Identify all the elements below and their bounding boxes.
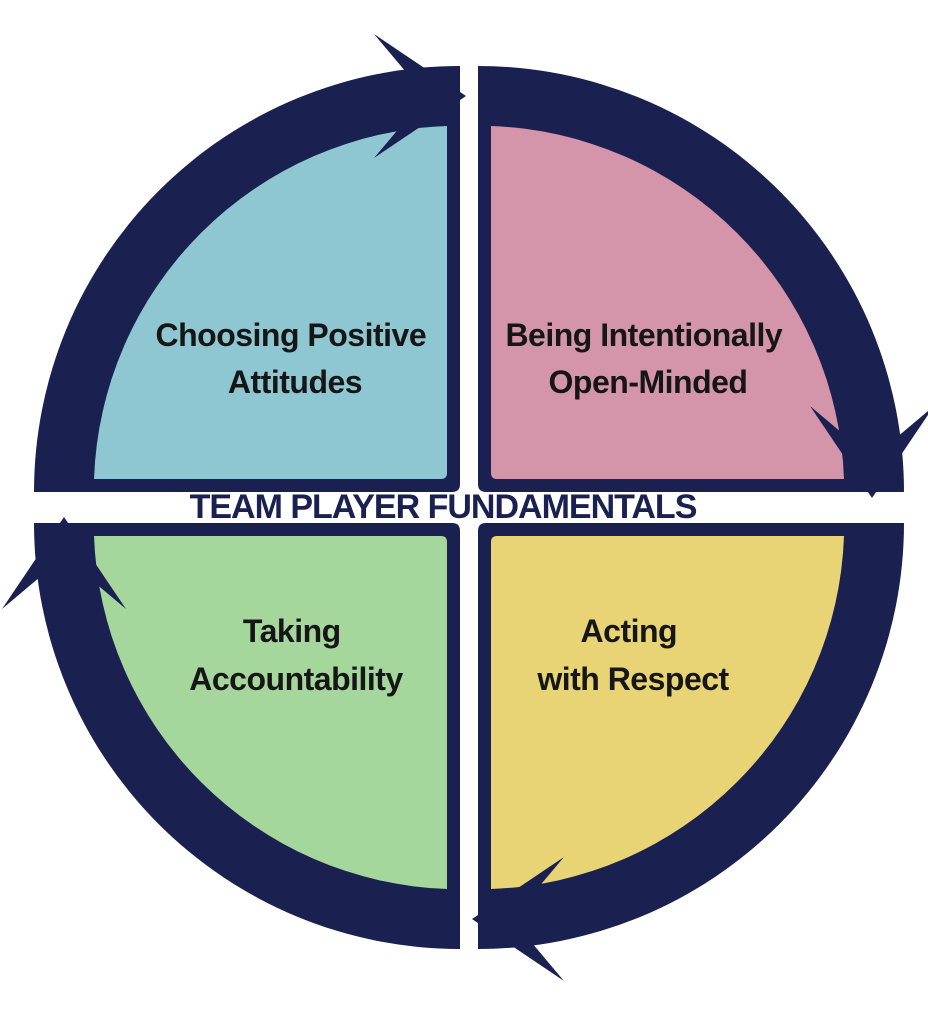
quadrant-bottom-right: Acting with Respect xyxy=(478,523,904,949)
quadrant-top-right-fill xyxy=(491,126,844,479)
quadrant-top-left-fill xyxy=(94,126,447,479)
quadrant-bottom-right-label: Acting with Respect xyxy=(536,613,729,697)
quadrant-top-left-label: Choosing Positive Attitudes xyxy=(155,317,434,400)
arrowhead-bottom-icon xyxy=(472,857,564,981)
diagram-title: TEAM PLAYER FUNDAMENTALS xyxy=(190,488,697,526)
quadrant-top-right-label: Being Intentionally Open-Minded xyxy=(505,317,790,400)
quadrant-top-left: Choosing Positive Attitudes xyxy=(34,66,460,492)
arrowhead-left-icon xyxy=(2,517,126,609)
quadrant-bottom-left: Taking Accountability xyxy=(34,523,460,949)
quadrant-bottom-right-fill xyxy=(491,536,844,889)
arrowhead-top-icon xyxy=(374,34,466,158)
arrowhead-right-icon xyxy=(810,406,928,498)
quadrant-bottom-left-label: Taking Accountability xyxy=(189,613,403,697)
quadrant-top-right: Being Intentionally Open-Minded xyxy=(478,66,904,492)
quadrant-bottom-left-fill xyxy=(94,536,447,889)
